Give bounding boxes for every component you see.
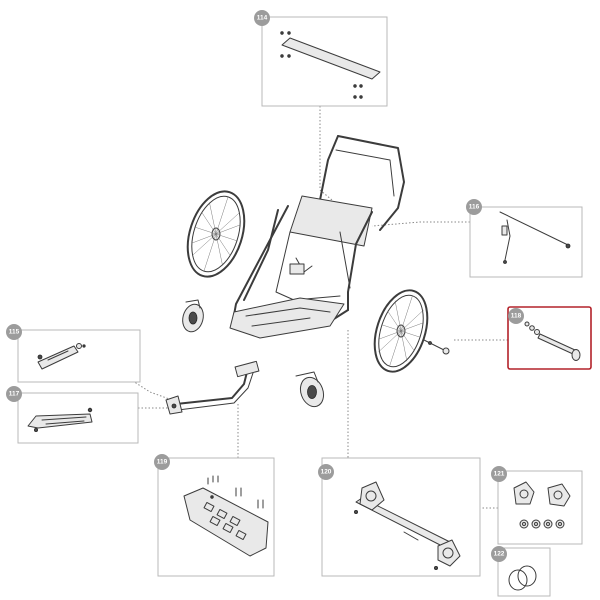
callout-label-120: 120 (321, 469, 332, 476)
callout-badge-115[interactable]: 115 (6, 324, 22, 340)
callout-badge-119[interactable]: 119 (154, 454, 170, 470)
callout-label-116: 116 (469, 204, 480, 211)
leader-114 (319, 106, 333, 201)
callout-box-116[interactable] (469, 206, 583, 278)
part-121-hub-set (513, 481, 571, 529)
callout-box-115[interactable] (17, 329, 141, 383)
part-120-rear-axle (353, 481, 461, 571)
part-115-hitch-arm (37, 343, 86, 370)
callout-badge-122[interactable]: 122 (491, 546, 507, 562)
left-wheel (186, 190, 246, 278)
callout-box-119[interactable] (157, 457, 275, 577)
part-119-footrest-plate (183, 475, 269, 557)
callout-box-121[interactable] (497, 470, 583, 545)
callout-badge-120[interactable]: 120 (318, 464, 334, 480)
axle-bolt (423, 339, 450, 355)
callout-label-114: 114 (257, 15, 268, 22)
front-swivel-wheel-right (295, 371, 325, 408)
callout-label-115: 115 (9, 329, 20, 336)
leader-116 (371, 221, 470, 227)
right-wheel (373, 289, 429, 373)
callout-badge-118[interactable]: 118 (508, 308, 524, 324)
callout-box-118[interactable] (507, 306, 592, 370)
leader-115 (99, 359, 173, 401)
part-117-hitch-clamp (27, 407, 93, 432)
main-frame (229, 135, 405, 339)
callout-box-114[interactable] (261, 16, 388, 107)
trailer-main-assembly (165, 135, 450, 415)
callout-badge-121[interactable]: 121 (491, 466, 507, 482)
callout-label-119: 119 (157, 459, 168, 466)
leader-lines (99, 106, 508, 509)
callout-label-117: 117 (9, 391, 20, 398)
callout-badge-114[interactable]: 114 (254, 10, 270, 26)
front-swivel-wheel-left (182, 299, 204, 333)
callout-box-120[interactable] (321, 457, 481, 577)
tow-bar (165, 360, 260, 415)
callout-label-118: 118 (511, 313, 522, 320)
callout-badge-117[interactable]: 117 (6, 386, 22, 402)
part-122-washers (508, 565, 537, 591)
callout-label-122: 122 (494, 551, 505, 558)
callout-badge-116[interactable]: 116 (466, 199, 482, 215)
callout-box-117[interactable] (17, 392, 139, 444)
part-118-axle-pin (524, 321, 581, 361)
callout-label-121: 121 (494, 471, 505, 478)
part-116-brake-cable (499, 211, 571, 264)
part-114-crossbar (280, 31, 381, 99)
